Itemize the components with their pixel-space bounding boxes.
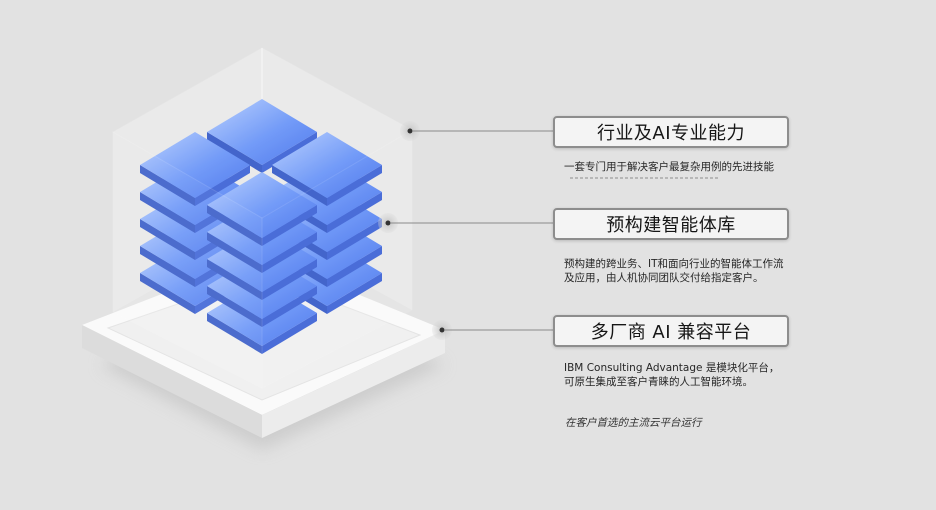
- tile-stack: [140, 99, 382, 354]
- blue-tile: [272, 132, 382, 206]
- section-description-industry-ai: 一套专门用于解决客户最复杂用例的先进技能: [564, 160, 804, 174]
- connector-dot: [439, 327, 445, 333]
- connector-3: [432, 320, 553, 340]
- connector-1: [400, 121, 553, 141]
- faded-text-line: [570, 177, 720, 179]
- section-title-industry-ai: 行业及AI专业能力: [553, 116, 789, 148]
- connector-dot: [385, 220, 391, 226]
- description-line: IBM Consulting Advantage 是模块化平台，: [564, 362, 780, 374]
- glass-cube-front: [111, 47, 414, 389]
- description-line: 一套专门用于解决客户最复杂用例的先进技能: [564, 161, 774, 173]
- description-line: 可原生集成至客户青睐的人工智能环境。: [564, 376, 753, 388]
- section-description-agent-library: 预构建的跨业务、IT和面向行业的智能体工作流 及应用，由人机协同团队交付给指定客…: [564, 257, 804, 285]
- description-line: 及应用，由人机协同团队交付给指定客户。: [564, 272, 764, 284]
- connector-2: [378, 213, 553, 233]
- connector-dot: [407, 128, 413, 134]
- blue-tile: [140, 132, 250, 206]
- section-title-multi-vendor-platform: 多厂商 AI 兼容平台: [553, 315, 789, 347]
- description-line: 预构建的跨业务、IT和面向行业的智能体工作流: [564, 258, 784, 270]
- footnote: 在客户首选的主流云平台运行: [565, 417, 702, 429]
- section-title-agent-library: 预构建智能体库: [553, 208, 789, 240]
- blue-tile: [207, 172, 317, 246]
- section-description-multi-vendor-platform: IBM Consulting Advantage 是模块化平台， 可原生集成至客…: [564, 361, 804, 389]
